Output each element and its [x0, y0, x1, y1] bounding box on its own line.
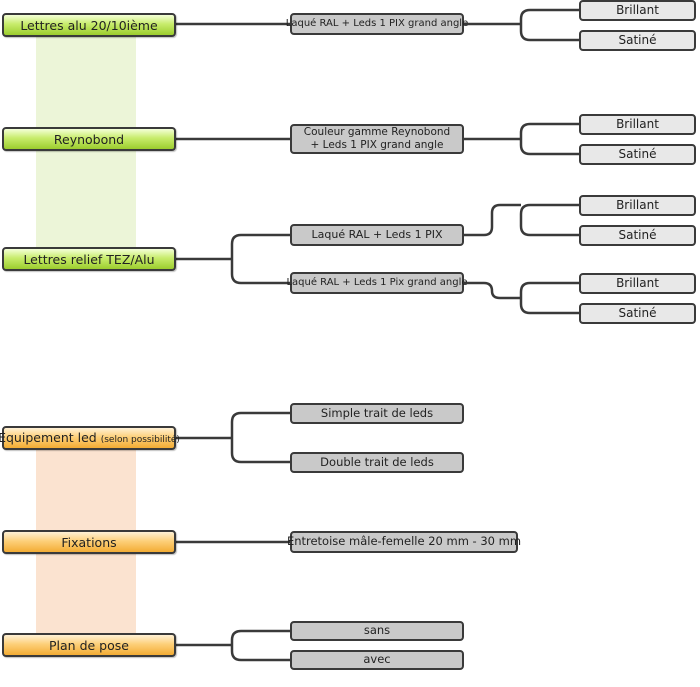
entretoise-box: Entretoise mâle-femelle 20 mm - 30 mm: [286, 531, 522, 553]
finish-glossy-3: Brillant: [579, 195, 696, 216]
avec-label: avec: [363, 652, 391, 667]
relief-option2-box: Laqué RAL + Leds 1 Pix grand angle: [286, 272, 468, 294]
finish-satin-2: Satiné: [579, 144, 696, 165]
finish-satin-label: Satiné: [618, 33, 657, 48]
finish-glossy-4: Brillant: [579, 273, 696, 294]
reynobond-label: Reynobond: [53, 131, 125, 147]
lettres-alu-box: Lettres alu 20/10ième: [2, 13, 176, 37]
reyno-option-line2: + Leds 1 PIX grand angle: [310, 139, 444, 151]
finish-satin-label: Satiné: [618, 147, 657, 162]
plan-de-pose-label: Plan de pose: [49, 637, 129, 653]
relief-option2-label: Laqué RAL + Leds 1 Pix grand angle: [286, 277, 468, 288]
equipement-label: Equipement led (selon possibilité): [0, 430, 180, 446]
double-trait-box: Double trait de leds: [290, 452, 464, 473]
alu-option-label: Laqué RAL + Leds 1 PIX grand angle: [285, 18, 469, 29]
reyno-option-line1: Couleur gamme Reynobond: [303, 126, 451, 139]
reyno-option-box: Couleur gamme Reynobond + Leds 1 PIX gra…: [290, 124, 464, 154]
plan-de-pose-box: Plan de pose: [2, 633, 176, 657]
sans-label: sans: [363, 623, 391, 638]
finish-satin-1: Satiné: [579, 30, 696, 51]
finish-glossy-1: Brillant: [579, 0, 696, 21]
relief-option1-label: Laqué RAL + Leds 1 PIX: [311, 228, 443, 242]
finish-glossy-label: Brillant: [616, 276, 659, 291]
entretoise-label: Entretoise mâle-femelle 20 mm - 30 mm: [286, 534, 522, 549]
sans-box: sans: [290, 621, 464, 641]
finish-satin-4: Satiné: [579, 303, 696, 324]
lettres-alu-label: Lettres alu 20/10ième: [20, 17, 158, 33]
finish-glossy-2: Brillant: [579, 114, 696, 135]
equipement-title: Equipement led: [0, 430, 97, 446]
equipement-box: Equipement led (selon possibilité): [0, 426, 180, 450]
finish-satin-label: Satiné: [618, 228, 657, 243]
lettres-relief-box: Lettres relief TEZ/Alu: [2, 247, 176, 271]
finish-glossy-label: Brillant: [616, 198, 659, 213]
avec-box: avec: [290, 650, 464, 670]
finish-satin-3: Satiné: [579, 225, 696, 246]
alu-option-box: Laqué RAL + Leds 1 PIX grand angle: [286, 13, 468, 35]
fixations-box: Fixations: [2, 530, 176, 554]
double-trait-label: Double trait de leds: [320, 454, 434, 469]
finish-glossy-label: Brillant: [616, 117, 659, 132]
relief-option1-box: Laqué RAL + Leds 1 PIX: [290, 224, 464, 246]
equipement-note: (selon possibilité): [100, 435, 180, 446]
simple-trait-box: Simple trait de leds: [290, 403, 464, 424]
lettres-relief-label: Lettres relief TEZ/Alu: [23, 251, 155, 267]
finish-glossy-label: Brillant: [616, 3, 659, 18]
simple-trait-label: Simple trait de leds: [320, 405, 434, 420]
finish-satin-label: Satiné: [618, 306, 657, 321]
reynobond-box: Reynobond: [2, 127, 176, 151]
fixations-label: Fixations: [61, 534, 117, 550]
